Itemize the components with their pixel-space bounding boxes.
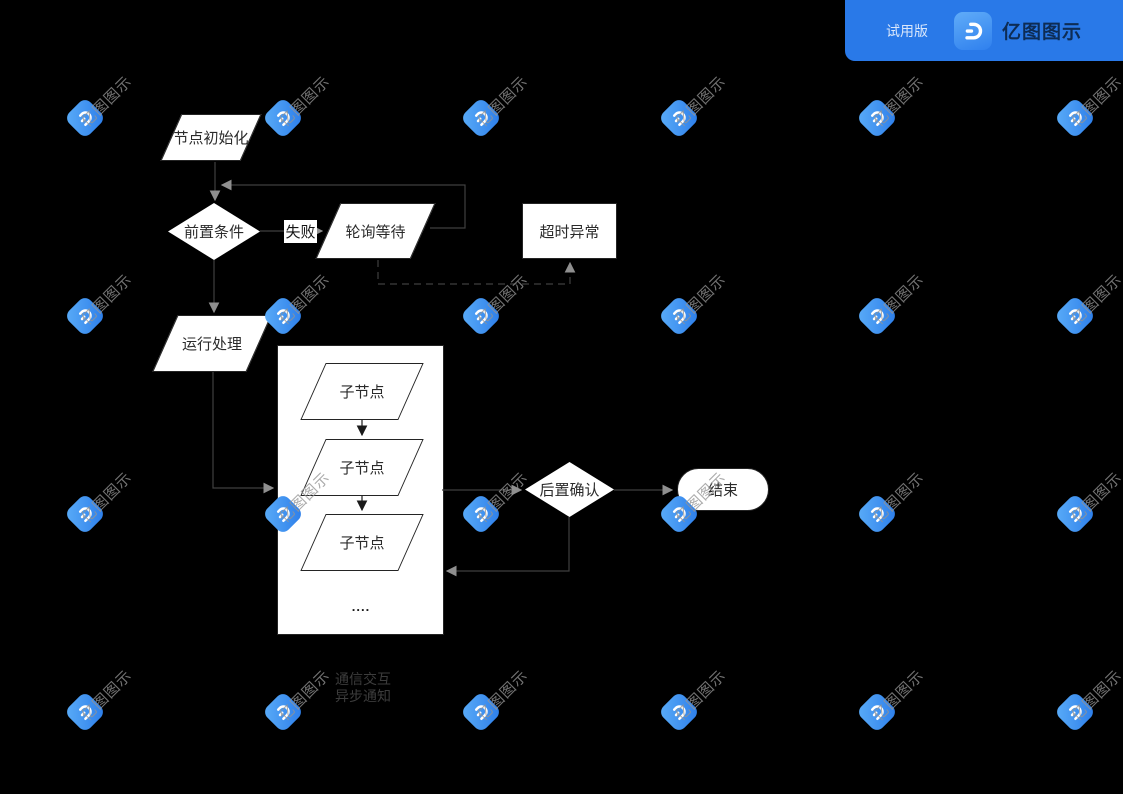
edraw-watermark-icon <box>1053 690 1097 734</box>
node-timeout[interactable]: 超时异常 <box>522 203 617 259</box>
watermark-text: 亿图图示 <box>672 667 730 725</box>
edraw-watermark-icon <box>855 492 899 536</box>
watermark-text: 亿图图示 <box>1068 73 1123 131</box>
edraw-watermark-icon <box>657 294 701 338</box>
trial-label: 试用版 <box>885 22 928 39</box>
edraw-watermark-icon <box>459 96 503 140</box>
brand-name: 亿图图示 <box>1001 22 1082 43</box>
watermark-text: 亿图图示 <box>276 667 334 725</box>
watermark-text: 亿图图示 <box>78 73 136 131</box>
node-run-label: 运行处理 <box>181 336 242 353</box>
edraw-watermark-icon <box>63 96 107 140</box>
node-polling[interactable]: 轮询等待 <box>315 203 436 259</box>
watermark-text: 亿图图示 <box>78 271 136 329</box>
watermark-text: 亿图图示 <box>870 73 928 131</box>
node-init-label: 节点初始化 <box>173 130 249 147</box>
edge-label-fail-text: 失败 <box>285 224 316 241</box>
edraw-watermark-icon <box>1053 96 1097 140</box>
trial-badge[interactable]: 试用版 亿图图示 <box>845 0 1123 61</box>
edraw-watermark-icon <box>855 690 899 734</box>
watermark-text: 亿图图示 <box>276 271 334 329</box>
watermark-text: 亿图图示 <box>474 271 532 329</box>
watermark-text: 亿图图示 <box>870 469 928 527</box>
watermark-text: 亿图图示 <box>1068 667 1123 725</box>
watermark-text: 亿图图示 <box>474 469 532 527</box>
watermark-text: 亿图图示 <box>672 271 730 329</box>
legend-line-1: 通信交互 <box>335 671 391 687</box>
edraw-watermark-icon <box>855 96 899 140</box>
node-timeout-label: 超时异常 <box>539 223 600 241</box>
edraw-watermark-icon <box>459 690 503 734</box>
node-end[interactable]: 结束 <box>677 468 769 511</box>
edraw-watermark-icon <box>261 96 305 140</box>
edraw-watermark-icon <box>63 690 107 734</box>
node-child-3-label: 子节点 <box>339 535 385 552</box>
watermark-text: 亿图图示 <box>672 73 730 131</box>
watermark-text: 亿图图示 <box>474 73 532 131</box>
edraw-logo-icon <box>953 11 992 50</box>
edraw-watermark-icon <box>1053 492 1097 536</box>
node-postcheck-label: 后置确认 <box>539 482 600 499</box>
node-child-2-label: 子节点 <box>339 460 385 477</box>
edraw-watermark-icon <box>459 294 503 338</box>
watermark-text: 亿图图示 <box>1068 271 1123 329</box>
watermark-text: 亿图图示 <box>78 469 136 527</box>
watermark-text: 亿图图示 <box>1068 469 1123 527</box>
edge-label-fail[interactable]: 失败 <box>284 220 317 243</box>
legend: 通信交互 异步通知 <box>335 671 391 705</box>
children-ellipsis: .... <box>351 599 371 614</box>
node-polling-label: 轮询等待 <box>345 223 406 241</box>
node-child-1-label: 子节点 <box>339 384 385 401</box>
edraw-watermark-icon <box>855 294 899 338</box>
node-postcheck[interactable]: 后置确认 <box>525 462 614 517</box>
node-end-label: 结束 <box>707 482 738 499</box>
node-child-2[interactable]: 子节点 <box>300 439 424 496</box>
connector-run-to-group <box>212 372 275 494</box>
connector-postcheck-loopback-to-group <box>445 517 570 577</box>
node-run[interactable]: 运行处理 <box>152 315 272 372</box>
watermark-text: 亿图图示 <box>474 667 532 725</box>
edraw-watermark-icon <box>657 690 701 734</box>
node-precondition-label: 前置条件 <box>183 224 244 241</box>
edraw-watermark-icon <box>63 492 107 536</box>
connector-polling-to-timeout-dashed <box>377 260 576 285</box>
node-init[interactable]: 节点初始化 <box>160 114 262 161</box>
edraw-watermark-icon <box>1053 294 1097 338</box>
edraw-watermark-icon <box>657 96 701 140</box>
watermark-text: 亿图图示 <box>870 271 928 329</box>
node-precondition[interactable]: 前置条件 <box>168 203 260 260</box>
legend-line-2: 异步通知 <box>335 688 391 704</box>
edraw-watermark-icon <box>261 690 305 734</box>
watermark-text: 亿图图示 <box>78 667 136 725</box>
edraw-watermark-icon <box>459 492 503 536</box>
node-child-1[interactable]: 子节点 <box>300 363 424 420</box>
watermark-text: 亿图图示 <box>870 667 928 725</box>
node-child-3[interactable]: 子节点 <box>300 514 424 571</box>
watermark-text: 亿图图示 <box>276 73 334 131</box>
edraw-watermark-icon <box>63 294 107 338</box>
rectangle-shape <box>522 203 617 259</box>
